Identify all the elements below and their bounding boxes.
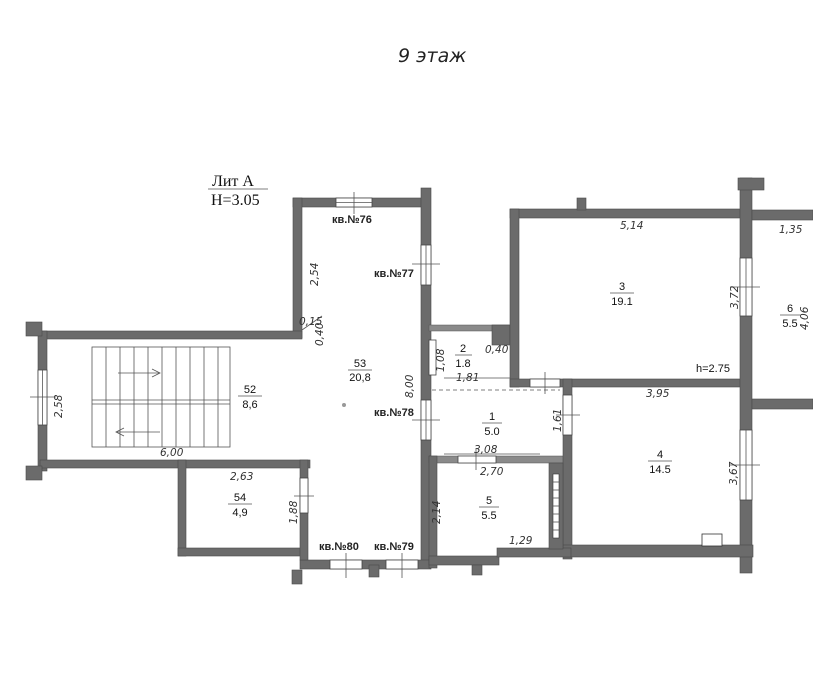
wall-5-bottom-right xyxy=(496,547,572,558)
ventilation-shaft xyxy=(552,473,560,539)
dim-800: 8,00 xyxy=(404,374,416,398)
dim-514: 5,14 xyxy=(620,220,643,232)
wall-2-column xyxy=(491,324,511,346)
room-1-area: 5.0 xyxy=(484,426,499,438)
lit-label: Лит А xyxy=(212,173,254,190)
room-54-area: 4,9 xyxy=(232,507,247,519)
wall-52-bottom xyxy=(39,459,311,469)
wall-52-corner-top xyxy=(25,321,43,337)
room-52-number: 52 xyxy=(244,384,256,396)
dim-367: 3,67 xyxy=(728,461,740,485)
apartment-labels: кв.№76 кв.№77 кв.№78 кв.№80 кв.№79 xyxy=(319,214,414,553)
dim-181: 1,81 xyxy=(456,372,479,384)
door-54 xyxy=(299,477,309,514)
dim-040-room2: 0,40 xyxy=(485,344,509,356)
room-53-area: 20,8 xyxy=(349,372,370,384)
dim-108: 1,08 xyxy=(435,348,447,372)
wall-east-cap xyxy=(737,177,765,191)
room-5-area: 5.5 xyxy=(481,510,496,522)
guides xyxy=(301,315,560,455)
radiator-4 xyxy=(701,533,723,547)
dim-406: 4,06 xyxy=(799,306,811,330)
wall-52-top xyxy=(39,330,303,340)
door-5 xyxy=(457,455,497,464)
hall-mark xyxy=(342,403,346,407)
dim-372: 3,72 xyxy=(729,285,741,309)
apartment-78-label: кв.№78 xyxy=(374,407,414,419)
room-54-number: 54 xyxy=(234,492,246,504)
wall-4-bottom xyxy=(562,544,754,558)
room-3-area: 19.1 xyxy=(611,296,632,308)
wall-54-bottom xyxy=(177,547,307,557)
floor-title: 9 этаж xyxy=(398,45,466,67)
ceiling-height-label: h=2.75 xyxy=(696,363,730,375)
room-52-area: 8,6 xyxy=(242,399,257,411)
room-2-area: 1.8 xyxy=(455,358,470,370)
wall-5-bottom-left xyxy=(428,555,500,566)
room-53-number: 53 xyxy=(354,358,366,370)
wall-6-bottom xyxy=(751,398,813,410)
dim-263: 2,63 xyxy=(230,471,253,483)
room-4-area: 14.5 xyxy=(649,464,670,476)
dim-135: 1,35 xyxy=(779,224,803,236)
dim-040-vertical: 0,40 xyxy=(314,322,326,346)
room-6-number: 6 xyxy=(787,303,793,315)
wall-3-left xyxy=(509,208,520,388)
room-1-number: 1 xyxy=(489,411,495,423)
dim-214: 2,14 xyxy=(431,501,443,524)
wall-hall-stub-left xyxy=(291,569,303,585)
room-4-number: 4 xyxy=(657,449,663,461)
dim-129: 1,29 xyxy=(509,535,533,547)
wall-3-top xyxy=(509,208,751,219)
wall-52-corner-bottom xyxy=(25,465,43,481)
staircase xyxy=(91,346,231,448)
dim-254: 2,54 xyxy=(309,263,321,286)
door-2 xyxy=(428,339,437,376)
wall-5-stub xyxy=(471,564,483,576)
wall-3-stub xyxy=(576,197,587,211)
wall-5-left xyxy=(428,455,438,569)
dim-161: 1,61 xyxy=(552,409,564,432)
apartment-79-label: кв.№79 xyxy=(374,541,414,553)
wall-54-left xyxy=(177,459,187,557)
dim-308: 3,08 xyxy=(474,444,498,456)
apartment-76-label: кв.№76 xyxy=(332,214,372,226)
walls xyxy=(25,177,813,585)
apartment-80-label: кв.№80 xyxy=(319,541,359,553)
wall-hall-stub-mid xyxy=(368,564,380,578)
room-labels: 53 20,8 52 8,6 54 4,9 2 1.8 3 19.1 1 5.0… xyxy=(228,281,800,522)
dim-258: 2,58 xyxy=(53,394,65,418)
lit-height: Н=3.05 xyxy=(211,192,260,209)
dim-188: 1,88 xyxy=(288,500,300,524)
room-6-area: 5.5 xyxy=(782,318,797,330)
dim-015: 0,15 xyxy=(299,316,323,328)
room-2-number: 2 xyxy=(460,343,466,355)
wall-east xyxy=(739,177,753,574)
dim-395: 3,95 xyxy=(646,388,670,400)
dim-600: 6,00 xyxy=(160,447,184,459)
room-5-number: 5 xyxy=(486,495,492,507)
dim-270: 2,70 xyxy=(480,466,504,478)
apartment-77-label: кв.№77 xyxy=(374,268,414,280)
room-3-number: 3 xyxy=(619,281,625,293)
wall-6-top xyxy=(751,209,813,221)
wall-1-bottom xyxy=(428,455,570,464)
dimension-labels: 5,14 1,35 2,54 0,15 0,40 1,08 0,40 1,81 … xyxy=(53,220,811,547)
